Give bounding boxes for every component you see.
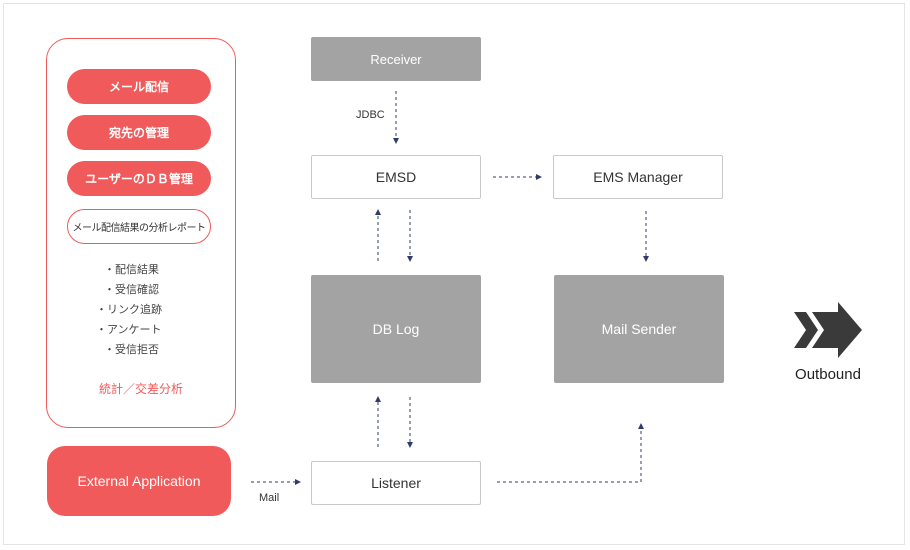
mail-sender-node: Mail Sender [554, 275, 724, 383]
list-item: ・受信確認 [96, 280, 196, 300]
mail-delivery-button: メール配信 [67, 69, 211, 104]
bullet-icon: ・ [96, 323, 107, 336]
listener-to-sender-arrow [497, 423, 644, 483]
listener-node: Listener [311, 461, 481, 505]
external-application-node: External Application [47, 446, 231, 516]
bullet-icon: ・ [96, 303, 107, 316]
receiver-node: Receiver [311, 37, 481, 81]
recipient-management-button: 宛先の管理 [67, 115, 211, 150]
report-items-list: ・配信結果 ・受信確認 ・リンク追跡 ・アンケート ・受信拒否 [96, 260, 196, 360]
list-item: ・受信拒否 [96, 340, 196, 360]
feature-panel [46, 38, 236, 428]
user-db-management-button: ユーザーのＤＢ管理 [67, 161, 211, 196]
stats-label: 統計／交差分析 [98, 382, 183, 396]
outbound-arrow-icon [794, 302, 862, 358]
bullet-icon: ・ [104, 343, 115, 356]
list-item: ・配信結果 [96, 260, 196, 280]
list-item: ・リンク追跡 [96, 300, 196, 320]
list-item: ・アンケート [96, 320, 196, 340]
bullet-icon: ・ [104, 283, 115, 296]
ems-manager-node: EMS Manager [553, 155, 723, 199]
db-log-node: DB Log [311, 275, 481, 383]
bullet-icon: ・ [104, 263, 115, 276]
jdbc-edge-label: JDBC [356, 109, 385, 121]
emsd-node: EMSD [311, 155, 481, 199]
mail-edge-label: Mail [259, 492, 280, 504]
analysis-report-label: メール配信結果の分析レポート [67, 209, 211, 244]
outbound-label: Outbound [795, 366, 861, 383]
